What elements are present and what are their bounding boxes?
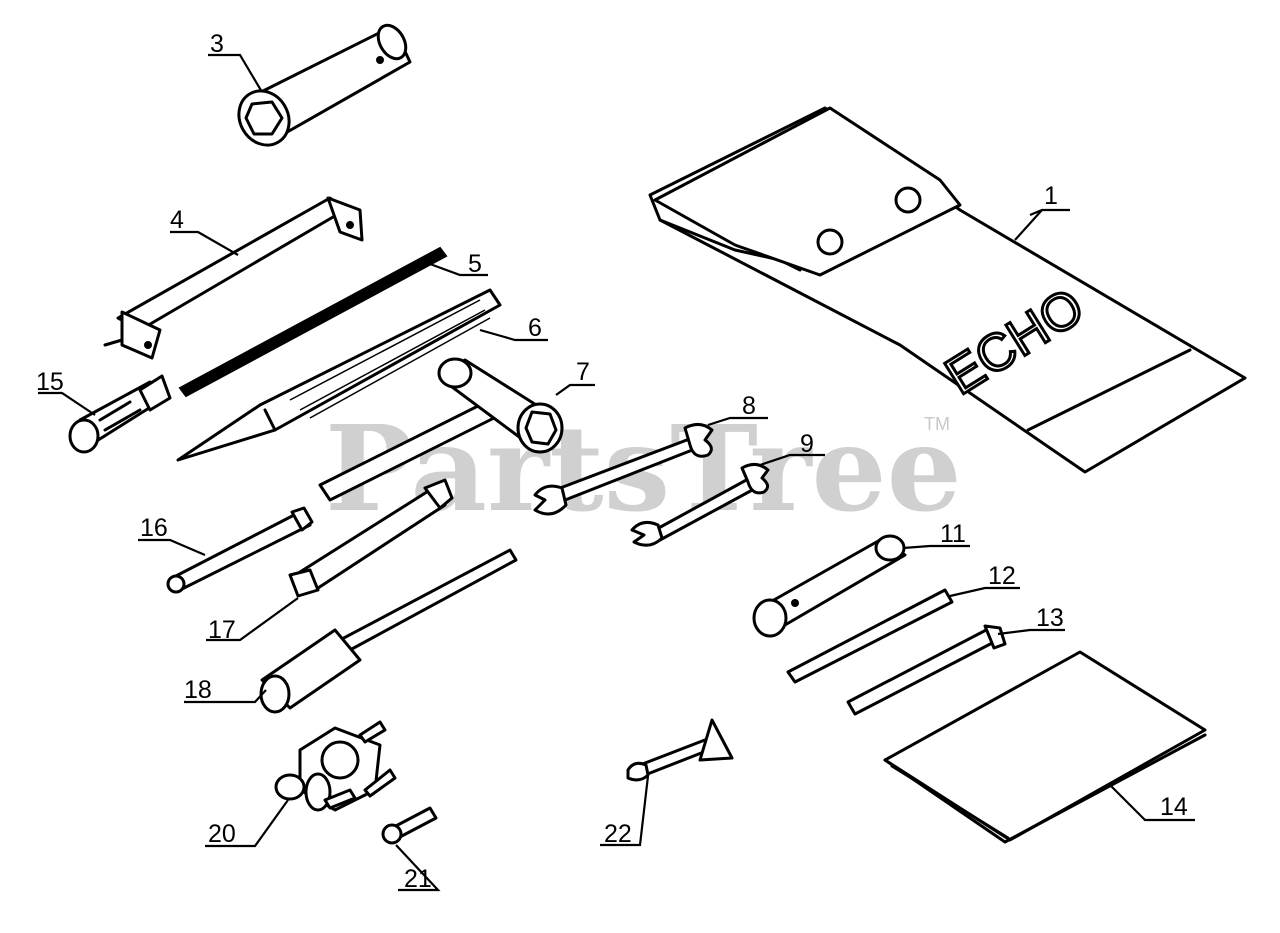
callout-21: 21: [404, 865, 432, 893]
part-6-flat-file: [176, 288, 502, 462]
callout-18: 18: [184, 676, 212, 704]
part-15-file-handle: [68, 374, 172, 454]
part-17-adjust-tool: [288, 478, 454, 598]
callout-6: 6: [528, 314, 542, 342]
part-7-combo-wrench: [318, 357, 564, 502]
part-13-large-hex-key: [846, 624, 1007, 716]
part-8-open-wrench: [533, 423, 714, 516]
watermark-tm: TM: [924, 414, 950, 434]
part-18-screwdriver: [259, 548, 518, 714]
part-12-rod: [786, 588, 954, 684]
callout-7: 7: [576, 358, 590, 386]
callout-11: 11: [940, 520, 966, 548]
part-21-screw: [381, 806, 438, 845]
callout-numbers: 3 4 5 6 7 8 9 1 11 12 13 14 15 16 17 18 …: [36, 30, 1188, 893]
part-4-bar-tool: [103, 196, 364, 360]
callout-20: 20: [208, 820, 236, 848]
callout-15: 15: [36, 368, 64, 396]
callout-17: 17: [208, 616, 236, 644]
callout-5: 5: [468, 250, 482, 278]
callout-4: 4: [170, 206, 184, 234]
part-3-box-wrench: [237, 23, 412, 147]
part-1-tool-pouch: ECHO: [648, 106, 1247, 474]
part-14-manual: [883, 650, 1207, 844]
callout-22: 22: [604, 820, 632, 848]
part-20-fixture: [274, 720, 397, 812]
callout-3: 3: [210, 30, 224, 58]
callout-14: 14: [1160, 793, 1188, 821]
callout-leaders: [38, 53, 1195, 892]
part-11-plug-wrench: [752, 534, 907, 638]
part-9-small-wrench: [630, 463, 770, 547]
part-5-round-file: [178, 246, 448, 398]
callout-1: 1: [1044, 182, 1058, 210]
callout-13: 13: [1036, 604, 1064, 632]
callout-12: 12: [988, 562, 1016, 590]
part-22-gauge-tool: [626, 718, 734, 782]
callout-9: 9: [800, 430, 814, 458]
callout-16: 16: [140, 514, 168, 542]
part-16-hex-key: [166, 506, 314, 594]
callout-8: 8: [742, 392, 756, 420]
